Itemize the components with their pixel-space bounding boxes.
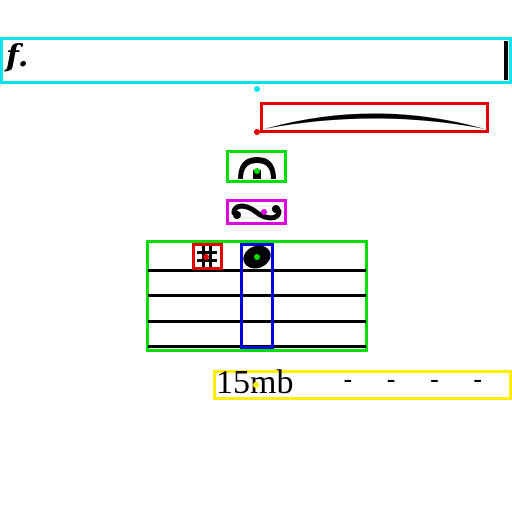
dynamic-box <box>0 37 512 84</box>
staff-line <box>148 320 366 323</box>
slur-anchor <box>254 129 260 135</box>
turn-anchor <box>261 209 267 215</box>
slur-box <box>260 102 489 133</box>
sharp-box <box>192 243 223 270</box>
dynamic-marking: f. <box>6 39 29 74</box>
ottava-box <box>213 370 512 400</box>
fermata-anchor <box>254 168 260 174</box>
sharp-anchor <box>203 254 209 260</box>
barline <box>504 41 508 80</box>
stem-box <box>240 243 274 349</box>
staff-line <box>148 294 366 297</box>
turn-icon <box>231 203 282 221</box>
fermata-icon <box>238 157 276 179</box>
staff-line <box>148 269 366 272</box>
fermata-box <box>226 150 287 183</box>
slur-icon <box>264 113 485 129</box>
dynamic-anchor <box>254 86 260 92</box>
ottava-anchor <box>253 382 259 388</box>
ottava-dashes: - - - - - <box>340 365 492 395</box>
staff-box <box>146 240 368 352</box>
turn-box <box>226 199 287 225</box>
notehead-anchor <box>254 254 260 260</box>
